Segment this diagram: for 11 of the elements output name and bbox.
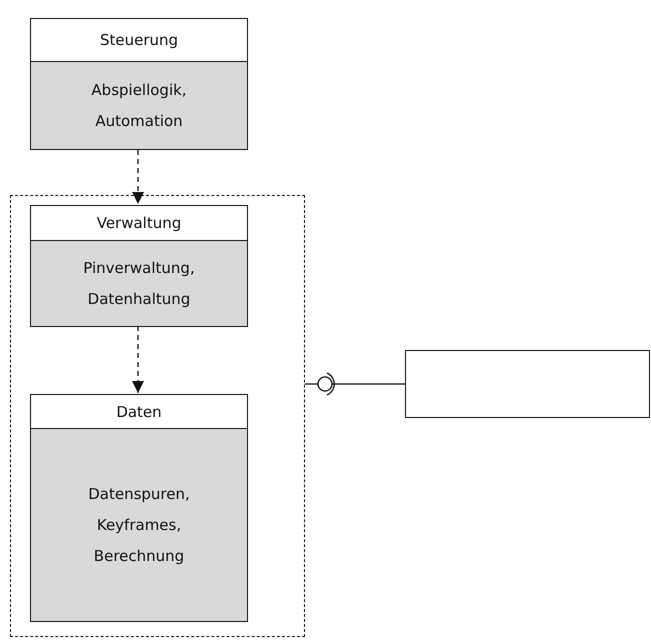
component-box [30, 394, 248, 622]
component-box [30, 18, 248, 150]
interface-connector [305, 372, 405, 396]
description-panel: Datenspuren, Keyframes, Berechnung [31, 429, 247, 621]
dashed-group-frame [10, 195, 305, 637]
description-panel: Pinverwaltung, Datenhaltung [31, 241, 247, 326]
description-panel: Abspiellogik, Automation [31, 62, 247, 149]
component-box [30, 205, 248, 327]
component-box [405, 350, 650, 418]
arrow [132, 150, 144, 204]
arrow [132, 326, 144, 393]
